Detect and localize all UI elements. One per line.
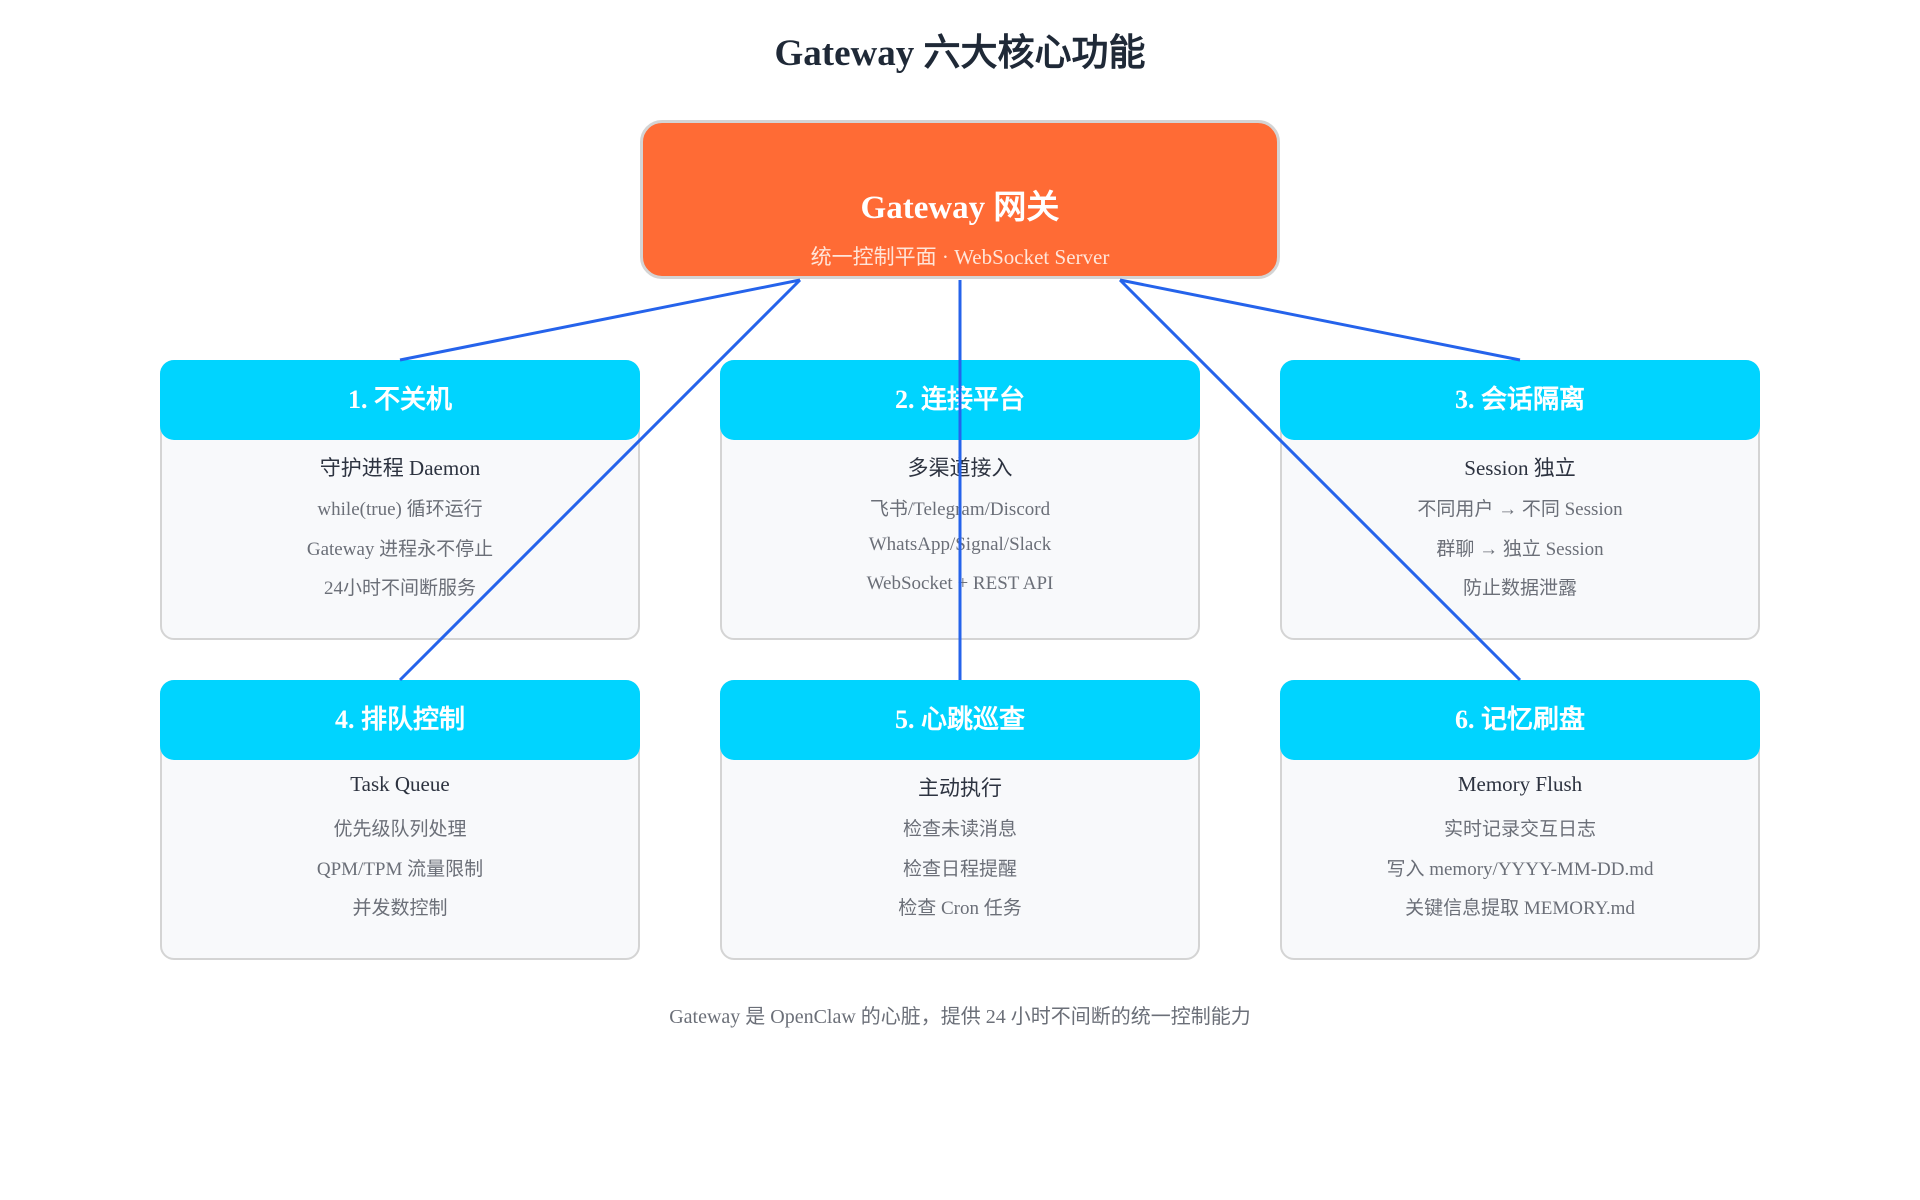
card-header: 6. 记忆刷盘 xyxy=(1280,680,1760,760)
card-line: 写入 memory/YYYY-MM-DD.md xyxy=(1386,859,1654,880)
card-line: WebSocket + REST API xyxy=(866,573,1054,594)
card-line: 群聊 → 独立 Session xyxy=(1436,539,1604,560)
card-line: 不同用户 → 不同 Session xyxy=(1417,499,1623,520)
card-line: 实时记录交互日志 xyxy=(1443,819,1596,840)
card-line: 检查 Cron 任务 xyxy=(898,898,1022,919)
card-subtitle: 主动执行 xyxy=(918,776,1002,800)
connector-1 xyxy=(399,278,801,362)
card-line: 防止数据泄露 xyxy=(1462,578,1577,599)
feature-card-1: 1. 不关机 守护进程 Daemon while(true) 循环运行 Gate… xyxy=(160,360,640,640)
card-subtitle: Memory Flush xyxy=(1457,772,1583,796)
card-subtitle: Session 独立 xyxy=(1464,456,1576,480)
card-line: 检查未读消息 xyxy=(902,819,1017,840)
card-header: 5. 心跳巡查 xyxy=(720,680,1200,760)
card-line: 关键信息提取 MEMORY.md xyxy=(1405,898,1635,919)
card-line: 并发数控制 xyxy=(352,898,448,919)
diagram-title: Gateway 六大核心功能 xyxy=(774,33,1146,74)
card-header: 2. 连接平台 xyxy=(720,360,1200,440)
card-line: QPM/TPM 流量限制 xyxy=(316,859,484,880)
card-header: 3. 会话隔离 xyxy=(1280,360,1760,440)
card-header: 4. 排队控制 xyxy=(160,680,640,760)
card-header: 1. 不关机 xyxy=(160,360,640,440)
gateway-node: Gateway 网关 统一控制平面 · WebSocket Server xyxy=(640,120,1280,279)
card-subtitle: Task Queue xyxy=(350,772,450,796)
card-line: 优先级队列处理 xyxy=(333,819,467,840)
footer-caption: Gateway 是 OpenClaw 的心脏，提供 24 小时不间断的统一控制能… xyxy=(669,1006,1251,1028)
card-line: WhatsApp/Signal/Slack xyxy=(868,534,1052,555)
feature-card-5: 5. 心跳巡查 主动执行 检查未读消息 检查日程提醒 检查 Cron 任务 xyxy=(720,680,1200,960)
card-line: 检查日程提醒 xyxy=(902,859,1017,880)
card-subtitle: 守护进程 Daemon xyxy=(319,456,481,480)
card-line: Gateway 进程永不停止 xyxy=(306,539,494,560)
gateway-title: Gateway 网关 xyxy=(860,190,1060,226)
feature-card-6: 6. 记忆刷盘 Memory Flush 实时记录交互日志 写入 memory/… xyxy=(1280,680,1760,960)
card-line: 飞书/Telegram/Discord xyxy=(869,499,1051,520)
connector-3 xyxy=(1119,278,1521,362)
card-subtitle: 多渠道接入 xyxy=(907,456,1013,480)
feature-card-4: 4. 排队控制 Task Queue 优先级队列处理 QPM/TPM 流量限制 … xyxy=(160,680,640,960)
gateway-subtitle: 统一控制平面 · WebSocket Server xyxy=(810,245,1110,269)
feature-card-2: 2. 连接平台 多渠道接入 飞书/Telegram/Discord WhatsA… xyxy=(720,360,1200,640)
feature-card-3: 3. 会话隔离 Session 独立 不同用户 → 不同 Session 群聊 … xyxy=(1280,360,1760,640)
card-line: while(true) 循环运行 xyxy=(317,499,483,520)
card-line: 24小时不间断服务 xyxy=(323,578,476,599)
